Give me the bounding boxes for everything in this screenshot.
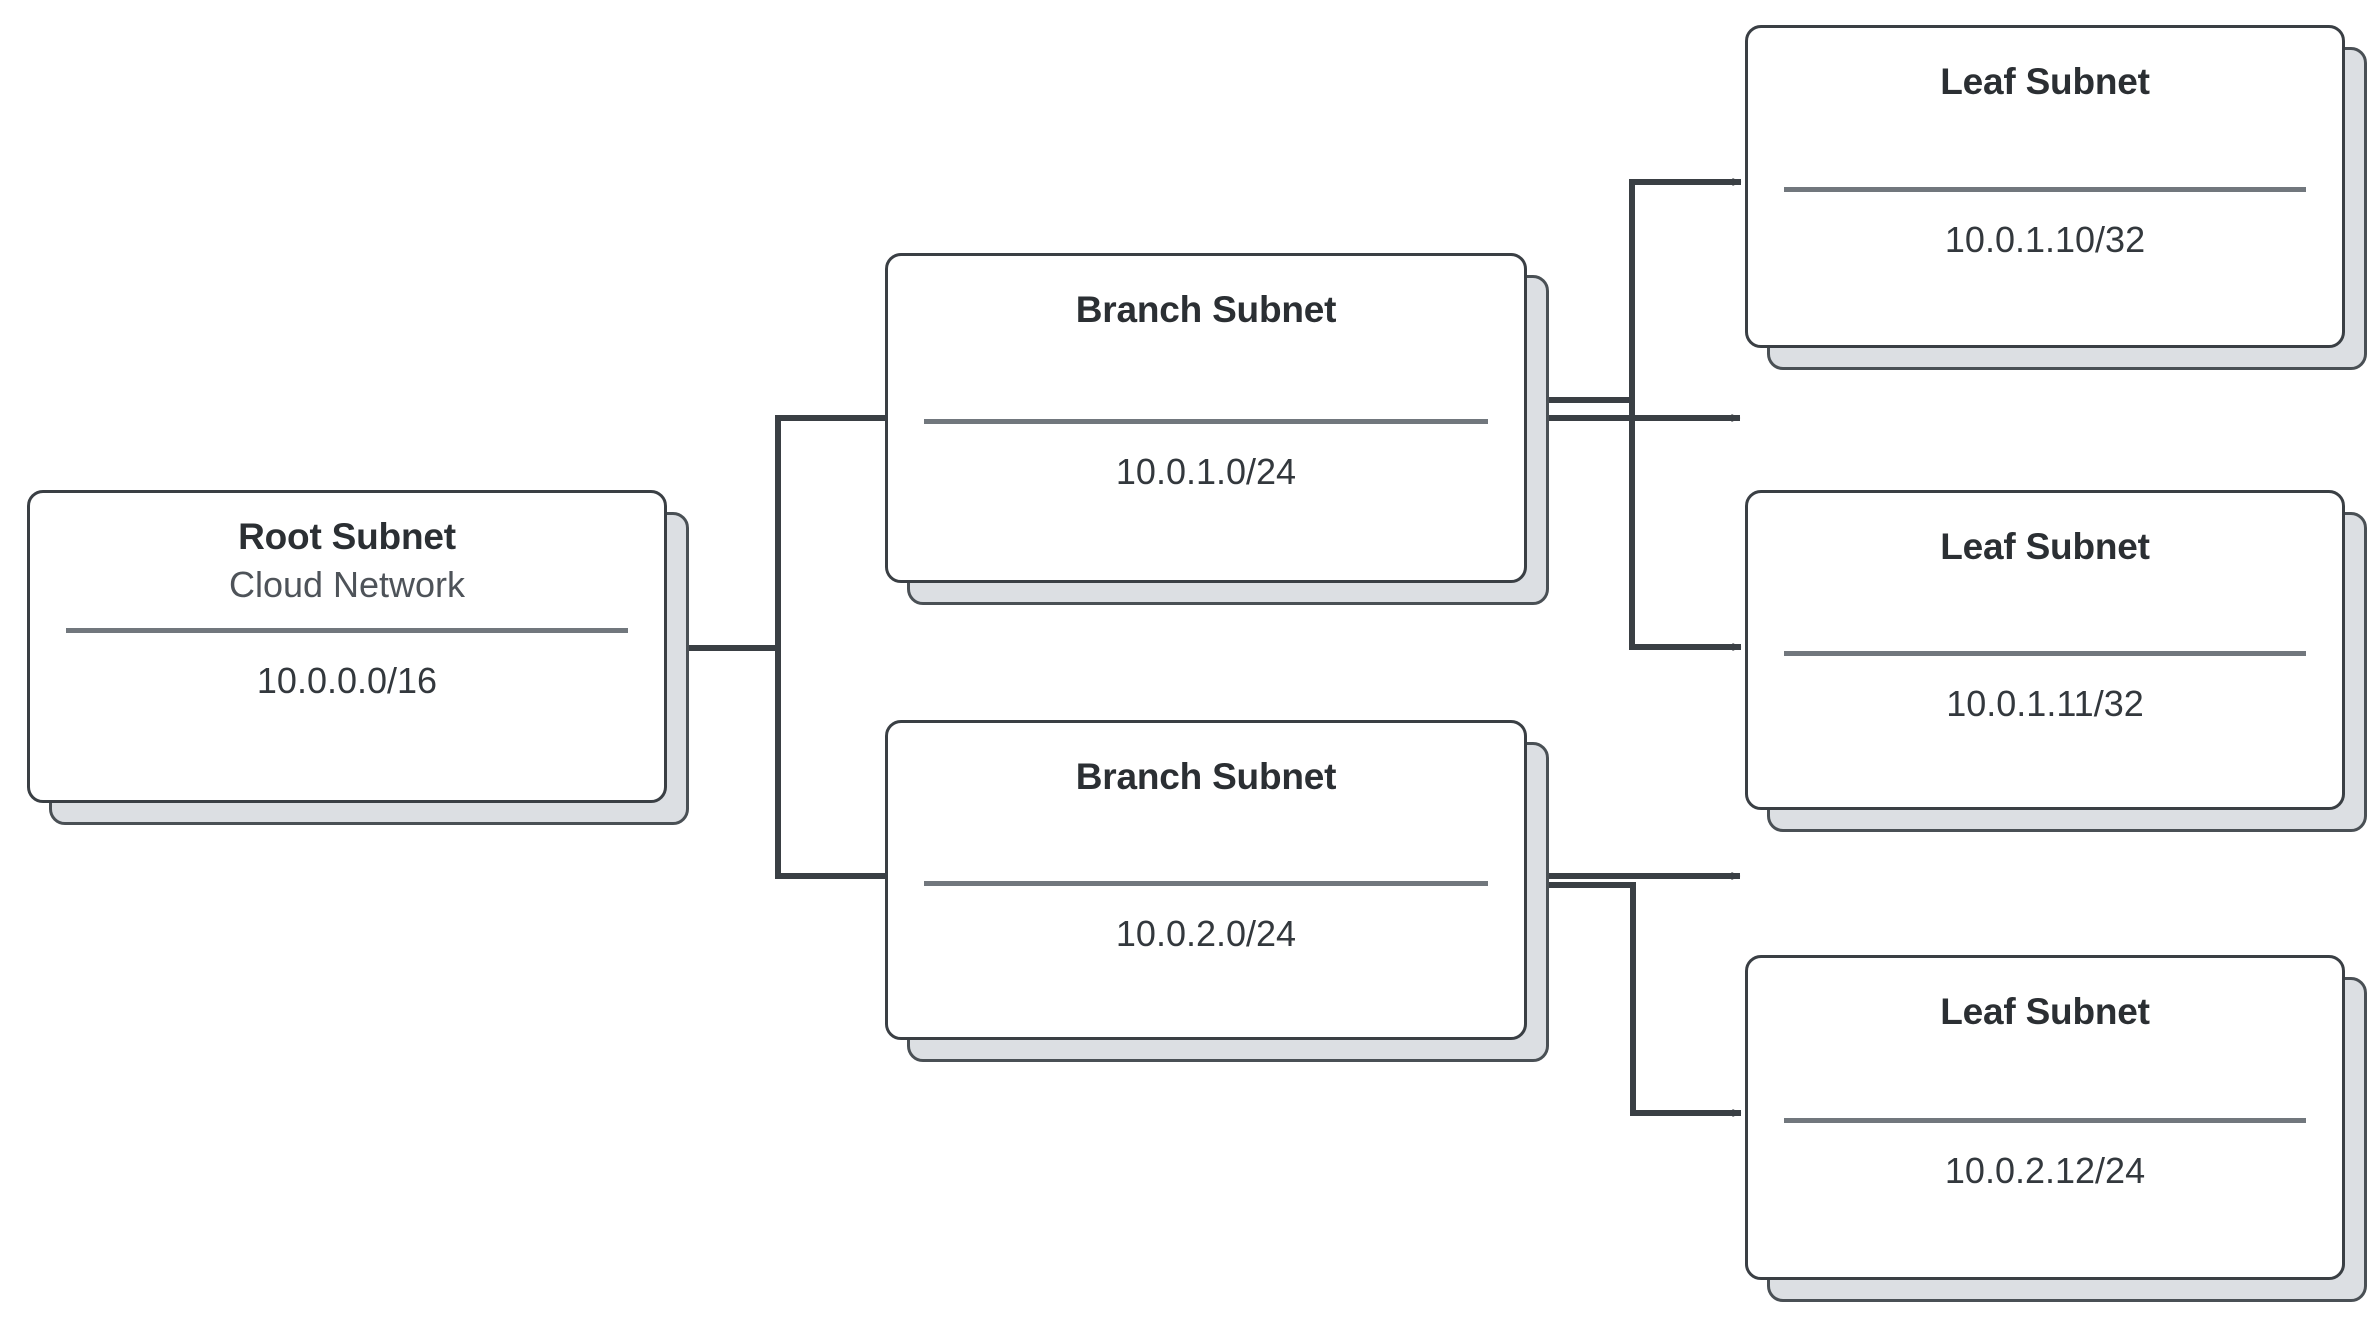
card-title: Leaf Subnet [1940, 526, 2150, 567]
card-header: Branch Subnet [888, 723, 1524, 799]
card-spacer-top [1748, 104, 2342, 188]
card-branch-subnet-1[interactable]: Branch Subnet 10.0.1.0/24 [885, 253, 1527, 583]
card-cidr-value: 10.0.1.10/32 [1944, 219, 2146, 261]
node-leaf-subnet-2[interactable]: Leaf Subnet 10.0.1.11/32 [1745, 490, 2367, 832]
edge-branch-1-to-leaf-2 [1629, 400, 1742, 651]
card-spacer-top [1748, 569, 2342, 651]
card-divider [1784, 187, 2306, 193]
card-header: Leaf Subnet [1748, 28, 2342, 104]
card-divider [1784, 650, 2306, 656]
card-cidr-value: 10.0.2.0/24 [1115, 912, 1297, 954]
card-header: Leaf Subnet [1748, 958, 2342, 1034]
card-divider [924, 418, 1488, 424]
card-divider [924, 880, 1488, 886]
card-title: Leaf Subnet [1940, 61, 2150, 102]
card-root-subnet[interactable]: Root Subnet Cloud Network 10.0.0.0/16 [27, 490, 667, 803]
card-leaf-subnet-3[interactable]: Leaf Subnet 10.0.2.12/24 [1745, 955, 2345, 1280]
card-cidr-value: 10.0.1.11/32 [1946, 682, 2144, 724]
card-body: 10.0.1.10/32 [1748, 192, 2342, 261]
card-spacer-bottom [1748, 1192, 2342, 1277]
card-title: Branch Subnet [1075, 756, 1337, 797]
card-spacer-bottom [1748, 725, 2342, 807]
card-divider [66, 627, 628, 633]
card-title: Root Subnet [238, 516, 456, 557]
card-leaf-subnet-1[interactable]: Leaf Subnet 10.0.1.10/32 [1745, 25, 2345, 348]
card-spacer-top [1748, 1034, 2342, 1119]
card-cidr-value: 10.0.2.12/24 [1944, 1150, 2146, 1192]
node-branch-subnet-1[interactable]: Branch Subnet 10.0.1.0/24 [885, 253, 1549, 605]
card-body: 10.0.1.11/32 [1748, 656, 2342, 725]
card-spacer-bottom [888, 955, 1524, 1037]
node-leaf-subnet-1[interactable]: Leaf Subnet 10.0.1.10/32 [1745, 25, 2367, 370]
card-cidr-value: 10.0.1.0/24 [1115, 450, 1297, 492]
card-leaf-subnet-2[interactable]: Leaf Subnet 10.0.1.11/32 [1745, 490, 2345, 810]
node-root-subnet[interactable]: Root Subnet Cloud Network 10.0.0.0/16 [27, 490, 689, 825]
card-body: 10.0.0.0/16 [30, 633, 664, 702]
node-branch-subnet-2[interactable]: Branch Subnet 10.0.2.0/24 [885, 720, 1549, 1062]
card-title: Leaf Subnet [1940, 991, 2150, 1032]
card-subtitle: Cloud Network [228, 563, 466, 605]
card-body: 10.0.2.12/24 [1748, 1123, 2342, 1192]
card-spacer-top [888, 332, 1524, 419]
card-body: 10.0.2.0/24 [888, 886, 1524, 955]
card-spacer [30, 702, 664, 800]
card-spacer-bottom [888, 493, 1524, 580]
card-branch-subnet-2[interactable]: Branch Subnet 10.0.2.0/24 [885, 720, 1527, 1040]
card-cidr-value: 10.0.0.0/16 [256, 659, 438, 701]
card-spacer-bottom [1748, 261, 2342, 345]
node-leaf-subnet-3[interactable]: Leaf Subnet 10.0.2.12/24 [1745, 955, 2367, 1302]
card-spacer-top [888, 799, 1524, 881]
edge-branch-2-to-leaf-3 [1530, 882, 1742, 1117]
card-body: 10.0.1.0/24 [888, 424, 1524, 493]
card-header: Root Subnet Cloud Network [30, 493, 664, 606]
card-title: Branch Subnet [1075, 289, 1337, 330]
card-header: Leaf Subnet [1748, 493, 2342, 569]
card-header: Branch Subnet [888, 256, 1524, 332]
edge-branch-1-to-leaf-1 [1629, 178, 1742, 400]
card-divider [1784, 1118, 2306, 1124]
